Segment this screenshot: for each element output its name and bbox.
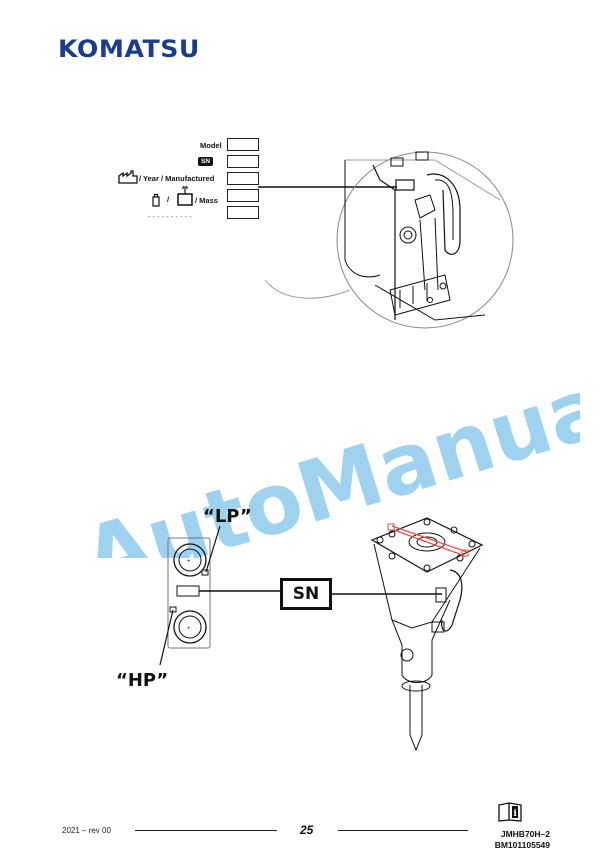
nameplate-location-diagram: [258, 151, 514, 329]
page-number: 25: [300, 823, 314, 837]
svg-text:i: i: [513, 809, 517, 819]
extra-row-dashes: - - - - - - - - - -: [148, 212, 192, 221]
mass-label: / Mass: [195, 196, 218, 205]
oil-can-icon: [152, 193, 160, 207]
document-reference: JMHB70H–2 BM101105549: [470, 829, 550, 851]
brand-logo: KOMATSU: [58, 35, 200, 63]
factory-icon: [118, 170, 138, 184]
year-field-box: [227, 172, 259, 185]
year-manufactured-label: / Year / Manufactured: [139, 174, 215, 183]
doc-code-number: BM101105549: [494, 840, 550, 850]
slash-separator: /: [167, 195, 170, 204]
doc-code-model: JMHB70H–2: [500, 829, 550, 839]
weight-icon: [177, 186, 193, 206]
sn-field-box: [227, 155, 259, 168]
sn-callout-box: SN: [280, 578, 332, 610]
valve-panel-diagram: + +: [159, 525, 280, 666]
automanual-watermark: AutoManual: [73, 348, 580, 558]
sn-badge: SN: [198, 157, 214, 166]
svg-text:+: +: [187, 626, 191, 632]
extra-field-box: [227, 206, 259, 219]
hammer-breaker-diagram: [332, 517, 484, 752]
mass-field-box: [227, 189, 259, 202]
footer-rule-right: [338, 830, 468, 831]
footer-date-revision: 2021 – rev 00: [62, 826, 111, 835]
lp-callout: “LP”: [203, 506, 252, 527]
model-field-box: [227, 138, 259, 151]
svg-text:+: +: [187, 559, 191, 565]
manual-info-icon: i: [498, 802, 522, 822]
hp-callout: “HP”: [116, 670, 169, 691]
model-label: Model: [200, 141, 222, 150]
footer-rule-left: [135, 830, 277, 831]
